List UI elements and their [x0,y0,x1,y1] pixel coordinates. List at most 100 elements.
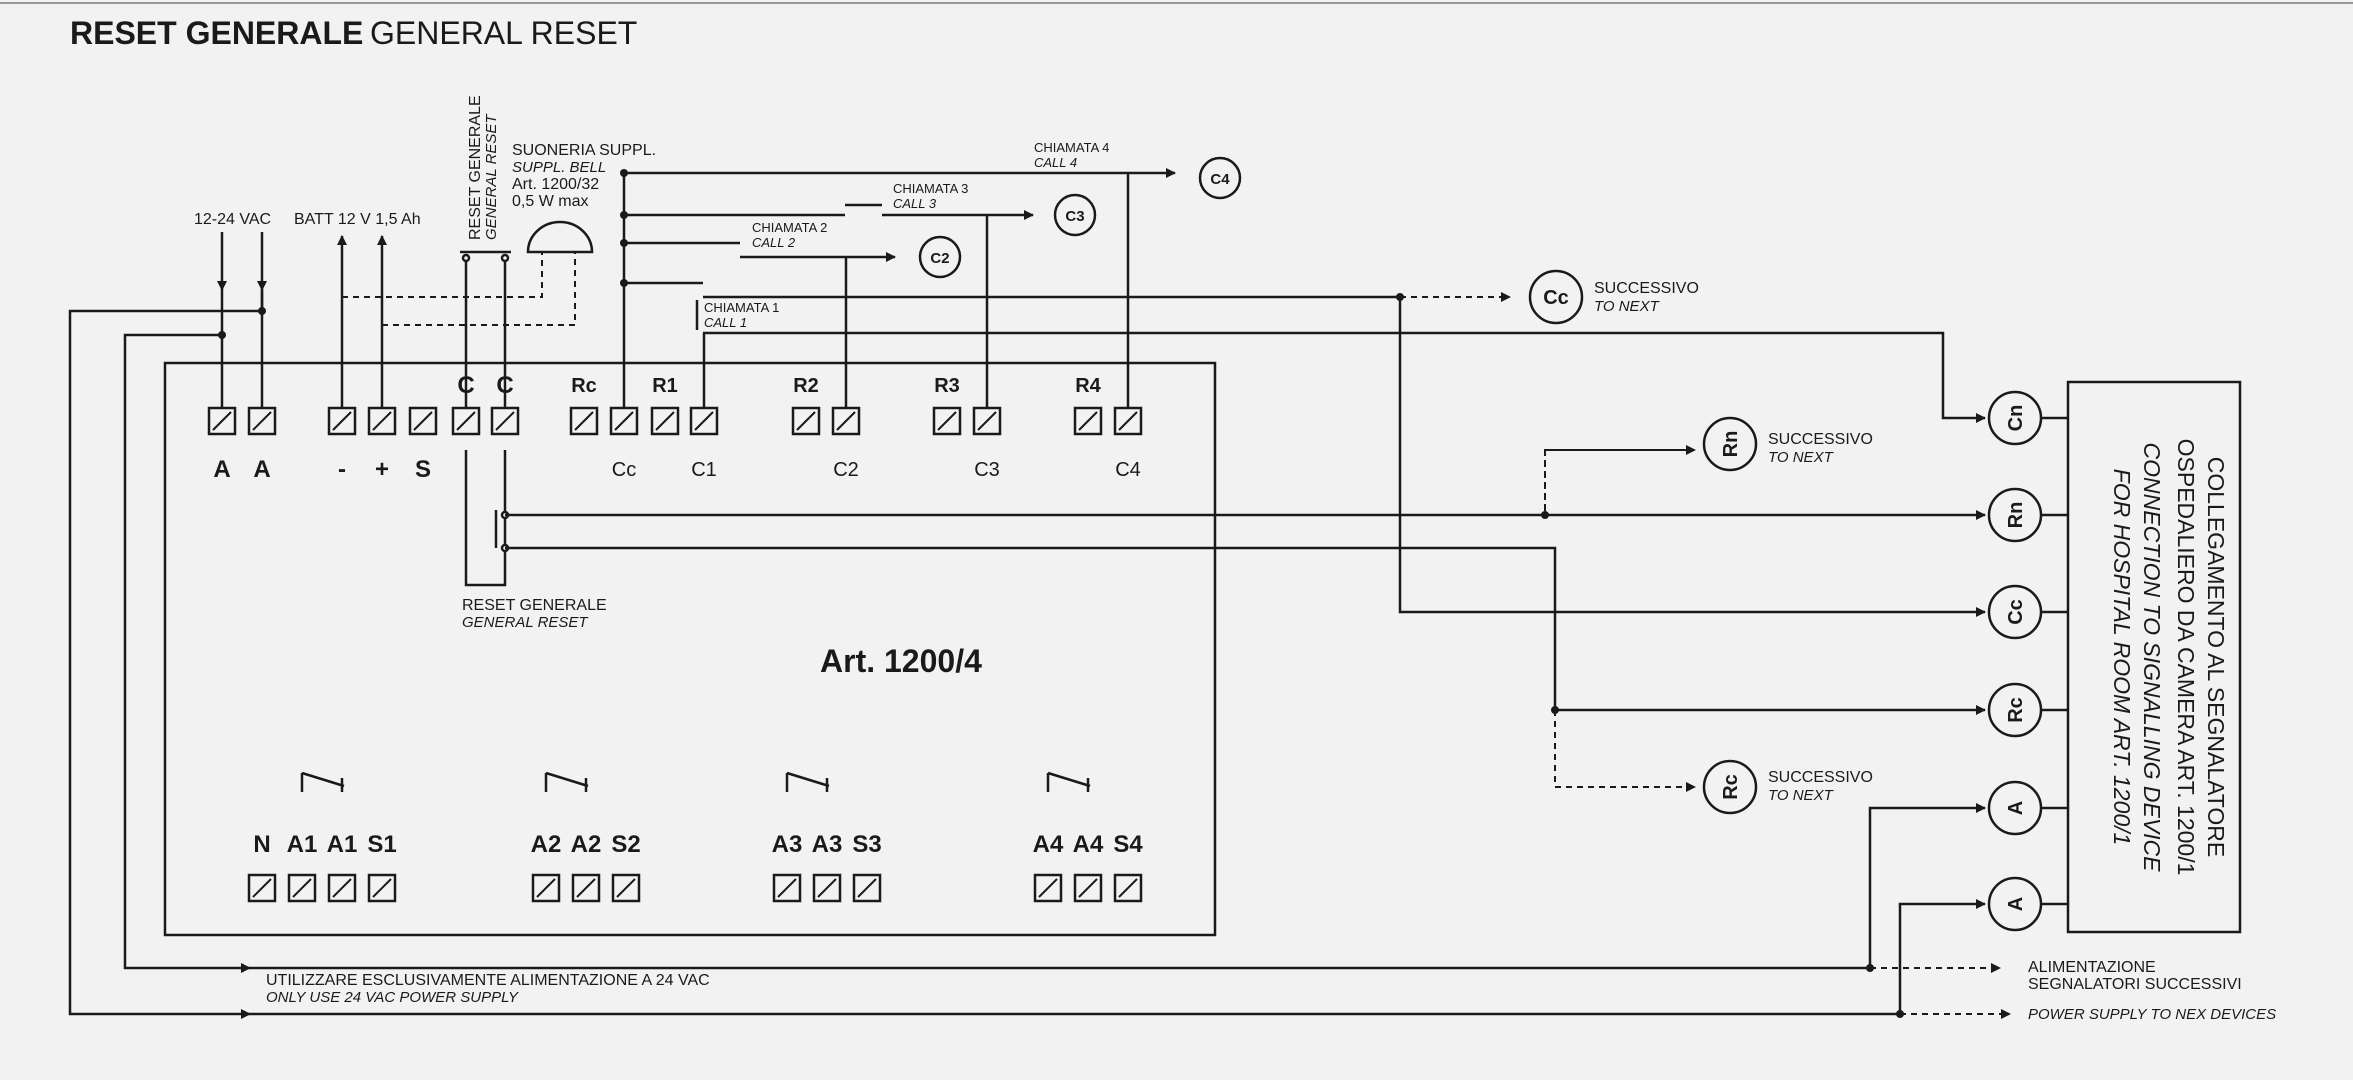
call-3-label-it: CHIAMATA 3 [893,181,968,196]
right-node-label: A [2005,897,2027,911]
svg-text:OSPEDALIERO DA CAMERA ART. 120: OSPEDALIERO DA CAMERA ART. 1200/1 [2173,439,2199,876]
next-label-it: SUCCESSIVO [1768,769,1873,786]
relay-terminal [1113,873,1143,903]
right-node-label: Rc [2005,697,2027,723]
relay-terminal [367,873,397,903]
terminal [408,406,438,436]
top-term-label: R1 [652,375,678,397]
terminal [247,406,277,436]
relay-terminal [287,873,317,903]
bell-icon [526,220,594,254]
terminal [327,406,357,436]
relay-label: A3 [812,831,843,858]
terminal [451,406,481,436]
bell-label-1: SUONERIA SUPPL. [512,142,656,159]
bottom-term-label: A [213,456,230,483]
call-4-label-it: CHIAMATA 4 [1034,140,1109,155]
bottom-term-label: Cc [612,459,636,481]
next-label-en: TO NEXT [1594,298,1661,315]
relay-label: A4 [1073,831,1104,858]
call-3-label-en: CALL 3 [893,196,937,211]
relay-terminal [1073,873,1103,903]
call-output-node [1198,156,1242,200]
svg-text:C3: C3 [1065,208,1084,225]
page-subtitle: GENERAL RESET [370,15,637,51]
relay-label: A1 [327,831,358,858]
next-label-en: TO NEXT [1768,787,1835,804]
bell-label-2: SUPPL. BELL [512,159,606,176]
svg-text:FOR HOSPITAL ROOM ART. 1200/1: FOR HOSPITAL ROOM ART. 1200/1 [2109,469,2135,846]
relay-label: A1 [287,831,318,858]
svg-text:C4: C4 [1210,171,1230,188]
relay-terminal [571,873,601,903]
relay-label: A4 [1033,831,1064,858]
reset-bottom-it: RESET GENERALE [462,597,607,614]
call-output-node [918,235,962,279]
device-box [163,361,1217,937]
next-power-3: POWER SUPPLY TO NEX DEVICES [2028,1006,2276,1023]
next-label-en: TO NEXT [1768,449,1835,466]
relay-terminal [852,873,882,903]
terminal [689,406,719,436]
relay-terminal [772,873,802,903]
supply-batt-label: BATT 12 V 1,5 Ah [294,211,421,228]
power-note-it: UTILIZZARE ESCLUSIVAMENTE ALIMENTAZIONE … [266,972,710,989]
bell-label-3: Art. 1200/32 [512,176,599,193]
svg-text:Rn: Rn [1720,431,1742,458]
terminal [932,406,962,436]
call-output-node [1053,193,1097,237]
reset-bottom-en: GENERAL RESET [462,614,589,631]
terminal [569,406,599,436]
bottom-term-label: S [415,456,431,483]
terminal [972,406,1002,436]
relay-terminal [611,873,641,903]
supply-vac-label: 12-24 VAC [194,211,271,228]
device-name: Art. 1200/4 [820,643,982,679]
relay-label: S2 [611,831,640,858]
bell-label-4: 0,5 W max [512,193,588,210]
terminal [1113,406,1143,436]
relay-terminal [1033,873,1063,903]
terminal [791,406,821,436]
next-power-2: SEGNALATORI SUCCESSIVI [2028,976,2242,993]
call-2-label-it: CHIAMATA 2 [752,220,827,235]
relay-terminal [531,873,561,903]
svg-text:C2: C2 [930,250,949,267]
top-term-label: R2 [793,375,819,397]
relay-label: N [253,831,270,858]
next-label-it: SUCCESSIVO [1594,280,1699,297]
signal-device-label: COLLEGAMENTO AL SEGNALATORE OSPEDALIERO … [2109,439,2229,876]
call-1-label-en: CALL 1 [704,315,747,330]
next-power-1: ALIMENTAZIONE [2028,959,2156,976]
power-note-en: ONLY USE 24 VAC POWER SUPPLY [266,989,519,1006]
top-terminal-row [207,406,1143,436]
signal-device-box [2066,380,2242,934]
call-2-label-en: CALL 2 [752,235,796,250]
terminal [650,406,680,436]
svg-text:COLLEGAMENTO AL SEGNALATORE: COLLEGAMENTO AL SEGNALATORE [2203,457,2229,858]
call-4-label-en: CALL 4 [1034,155,1077,170]
bottom-term-label: - [338,456,346,483]
relay-label: A3 [772,831,803,858]
relay-label: S3 [852,831,881,858]
relay-label: A2 [531,831,562,858]
terminal [207,406,237,436]
bottom-term-label: C4 [1115,459,1141,481]
next-node [1702,416,1758,472]
call-1-label-it: CHIAMATA 1 [704,300,779,315]
relay-label: A2 [571,831,602,858]
svg-text:RESET GENERALE: RESET GENERALE [467,95,484,240]
bottom-term-label: C1 [691,459,717,481]
reset-top-label: RESET GENERALE GENERAL RESET [467,95,500,240]
terminal [490,406,520,436]
relay-terminal [247,873,277,903]
relay-label: S4 [1113,831,1143,858]
bottom-term-label: A [253,456,270,483]
right-node-label: Cn [2005,405,2027,432]
relay-terminal [327,873,357,903]
bottom-term-label: C2 [833,459,859,481]
relay-terminal [812,873,842,903]
next-node [1528,269,1584,325]
terminal [609,406,639,436]
